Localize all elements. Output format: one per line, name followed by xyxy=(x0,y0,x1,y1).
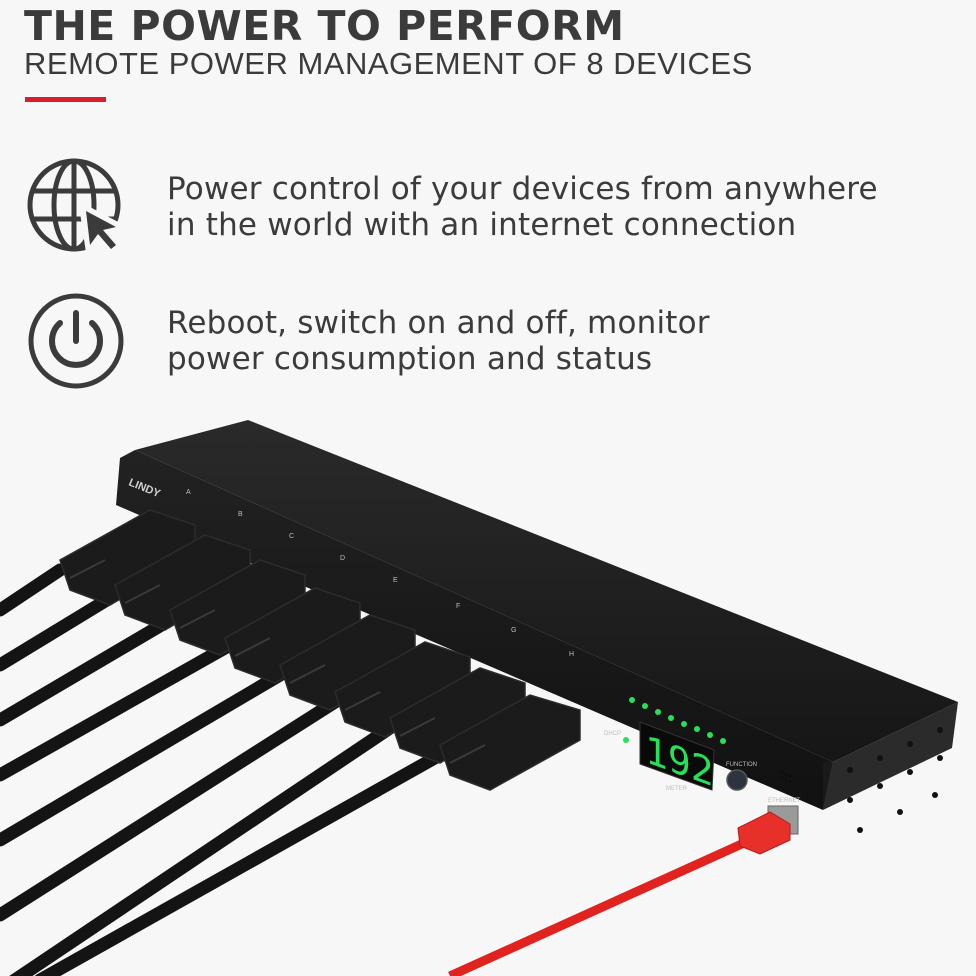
feature-text: Reboot, switch on and off, monitor power… xyxy=(167,305,710,377)
accent-bar xyxy=(25,97,106,102)
page-title: THE POWER TO PERFORM xyxy=(24,2,625,50)
feature-line: Power control of your devices from anywh… xyxy=(167,171,878,207)
outlet-label: C xyxy=(289,533,294,540)
feature-line: in the world with an internet connection xyxy=(167,207,797,243)
status-leds xyxy=(623,697,726,744)
outlet-label: G xyxy=(511,627,516,634)
power-cables xyxy=(0,563,447,976)
page-subtitle: REMOTE POWER MANAGEMENT OF 8 DEVICES xyxy=(24,46,753,81)
feature-power-monitoring: Reboot, switch on and off, monitor power… xyxy=(26,291,710,391)
outlet-label: E xyxy=(393,577,398,584)
function-button[interactable] xyxy=(726,769,748,791)
dhcp-label: DHCP xyxy=(604,731,621,737)
speaker-grille xyxy=(780,770,792,784)
ethernet-label: ETHERNET xyxy=(768,798,801,804)
power-icon xyxy=(28,293,124,389)
feature-line: Reboot, switch on and off, monitor xyxy=(167,305,710,341)
outlet-label: H xyxy=(569,651,574,658)
pdu-chassis xyxy=(116,420,958,833)
meter-label: METER xyxy=(666,786,688,792)
product-photo: LINDY A B C D xyxy=(0,420,958,976)
globe-cursor-icon xyxy=(27,158,126,257)
outlet-label: D xyxy=(340,555,345,562)
power-plugs xyxy=(59,509,581,791)
outlet-label: A xyxy=(186,489,191,496)
feature-line: power consumption and status xyxy=(167,341,653,377)
network-cable xyxy=(448,811,791,976)
outlet-label: B xyxy=(238,511,243,518)
feature-remote-control: Power control of your devices from anywh… xyxy=(26,157,878,257)
feature-text: Power control of your devices from anywh… xyxy=(167,171,878,243)
function-label: FUNCTION xyxy=(726,762,757,768)
outlet-label: F xyxy=(456,603,460,610)
